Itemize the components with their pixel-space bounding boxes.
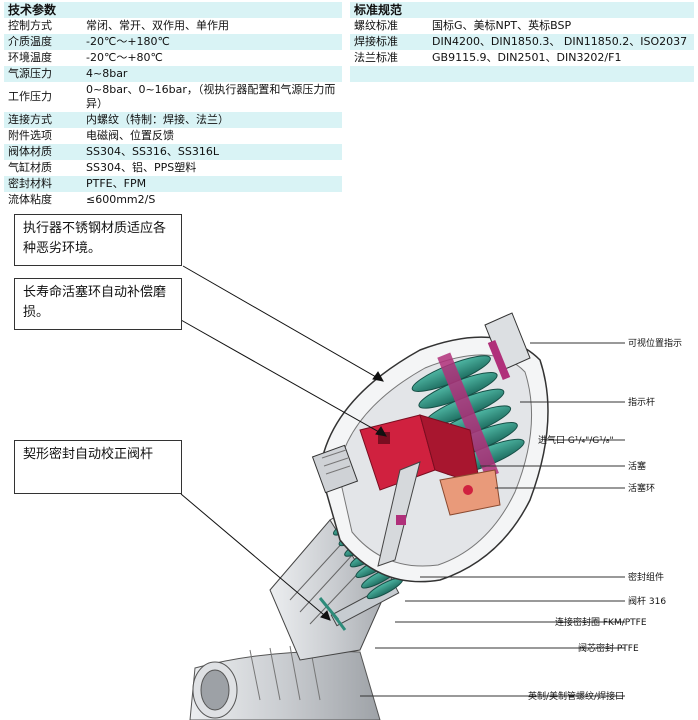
table-row: 气缸材质 SS304、铝、PPS塑料: [4, 160, 342, 176]
table-row: 焊接标准 DIN4200、DIN1850.3、 DIN11850.2、ISO20…: [350, 34, 694, 50]
valve-stem: [377, 461, 421, 567]
standard-key: 法兰标准: [354, 51, 398, 64]
param-key: 密封材料: [8, 177, 52, 190]
label-connection-seal: 连接密封圈 FKM/PTFE: [555, 616, 647, 628]
param-key: 附件选项: [8, 129, 52, 142]
standard-key: 螺纹标准: [354, 19, 398, 32]
table-row: 流体粘度 ≤600mm2/S: [4, 192, 342, 208]
param-key: 环境温度: [8, 51, 52, 64]
label-air-inlet: 进气口 G¹/₄"/G¹/₈": [538, 434, 614, 446]
param-key: 工作压力: [8, 90, 52, 103]
standards-title: 标准规范: [354, 3, 403, 17]
table-row: 环境温度 -20℃～+80℃: [4, 50, 342, 66]
param-value: -20℃～+80℃: [86, 51, 163, 64]
table-row: 介质温度 -20℃～+180℃: [4, 34, 342, 50]
tech-params-header: 技术参数: [4, 2, 342, 18]
label-stem: 阀杆 316: [628, 595, 666, 607]
table-row: 附件选项 电磁阀、位置反馈: [4, 128, 342, 144]
table-row: 连接方式 内螺纹（特制：焊接、法兰）: [4, 112, 342, 128]
label-piston-ring: 活塞环: [628, 482, 655, 494]
table-row: 螺纹标准 国标G、美标NPT、英标BSP: [350, 18, 694, 34]
standard-value: DIN4200、DIN1850.3、 DIN11850.2、ISO2037: [432, 35, 688, 48]
param-key: 控制方式: [8, 19, 52, 32]
tech-params-title: 技术参数: [8, 3, 57, 17]
param-value: 4~8bar: [86, 67, 128, 80]
part-leaders: [360, 342, 625, 697]
param-key: 连接方式: [8, 113, 52, 126]
table-row: 工作压力 0~8bar、0~16bar，（视执行器配置和气源压力而异）: [4, 82, 342, 112]
standard-value: GB9115.9、DIN2501、DIN3202/F1: [432, 51, 622, 64]
callout-piston-ring: 长寿命活塞环自动补偿磨损。: [14, 278, 182, 330]
param-key: 介质温度: [8, 35, 52, 48]
param-value: SS304、SS316、SS316L: [86, 145, 220, 158]
param-value: 内螺纹（特制：焊接、法兰）: [86, 113, 229, 126]
table-row: 气源压力 4~8bar: [4, 66, 342, 82]
param-value: SS304、铝、PPS塑料: [86, 161, 197, 174]
param-key: 流体粘度: [8, 193, 52, 206]
label-visual-indicator: 可视位置指示: [628, 337, 682, 349]
label-piston: 活塞: [628, 460, 646, 472]
standards-header: 标准规范: [350, 2, 694, 18]
param-key: 气源压力: [8, 67, 52, 80]
visual-indicator-cap: [484, 312, 531, 381]
table-row: [350, 66, 694, 82]
table-row: 密封材料 PTFE、FPM: [4, 176, 342, 192]
callout-stainless: 执行器不锈钢材质适应各种恶劣环境。: [14, 214, 182, 266]
callout-wedge-seal: 契形密封自动校正阀杆: [14, 440, 182, 494]
label-indicator-rod: 指示杆: [628, 396, 655, 408]
param-key: 气缸材质: [8, 161, 52, 174]
table-row: 法兰标准 GB9115.9、DIN2501、DIN3202/F1: [350, 50, 694, 66]
main-spring: [411, 352, 525, 479]
air-inlet-fitting: [311, 444, 359, 494]
table-row: 阀体材质 SS304、SS316、SS316L: [4, 144, 342, 160]
label-pipe-thread: 英制/美制管螺纹/焊接口: [528, 690, 624, 702]
param-value: 0~8bar、0~16bar，（视执行器配置和气源压力而异）: [86, 83, 336, 110]
param-value: -20℃～+180℃: [86, 35, 170, 48]
table-row: 控制方式 常闭、常开、双作用、单作用: [4, 18, 342, 34]
param-value: PTFE、FPM: [86, 177, 147, 190]
standard-value: 国标G、美标NPT、英标BSP: [432, 19, 572, 32]
label-core-seal: 阀芯密封 PTFE: [578, 642, 639, 654]
tech-params-table: 技术参数 控制方式 常闭、常开、双作用、单作用 介质温度 -20℃～+180℃ …: [4, 2, 342, 208]
param-value: 电磁阀、位置反馈: [86, 129, 174, 142]
piston-ring-part: [439, 469, 501, 516]
param-value: 常闭、常开、双作用、单作用: [86, 19, 229, 32]
standards-table: 标准规范 螺纹标准 国标G、美标NPT、英标BSP 焊接标准 DIN4200、D…: [350, 2, 694, 82]
callout-leaders: [180, 265, 387, 621]
param-key: 阀体材质: [8, 145, 52, 158]
pipe-body: [189, 645, 381, 720]
param-value: ≤600mm2/S: [86, 193, 156, 206]
standard-key: 焊接标准: [354, 35, 398, 48]
label-seal-assembly: 密封组件: [628, 571, 664, 583]
